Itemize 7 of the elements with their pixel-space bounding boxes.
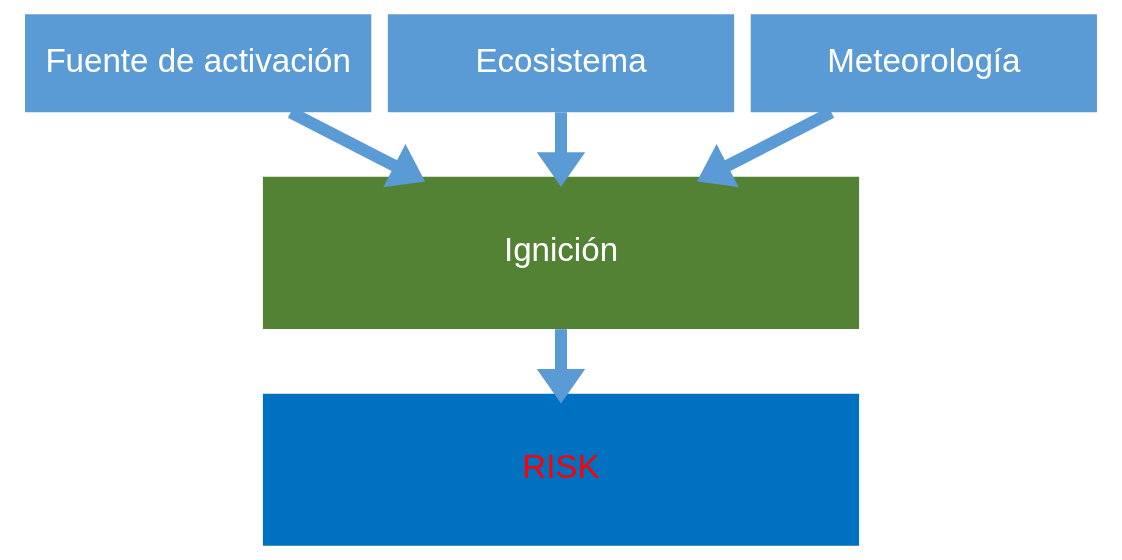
node-box: Meteorología: [750, 14, 1097, 113]
arrow: [536, 112, 586, 187]
node-box: Ignición: [262, 176, 860, 329]
arrow: [536, 329, 586, 404]
node-box: Fuente de activación: [25, 14, 372, 113]
node-box: RISK: [262, 393, 860, 546]
node-box: Ecosistema: [387, 14, 735, 113]
